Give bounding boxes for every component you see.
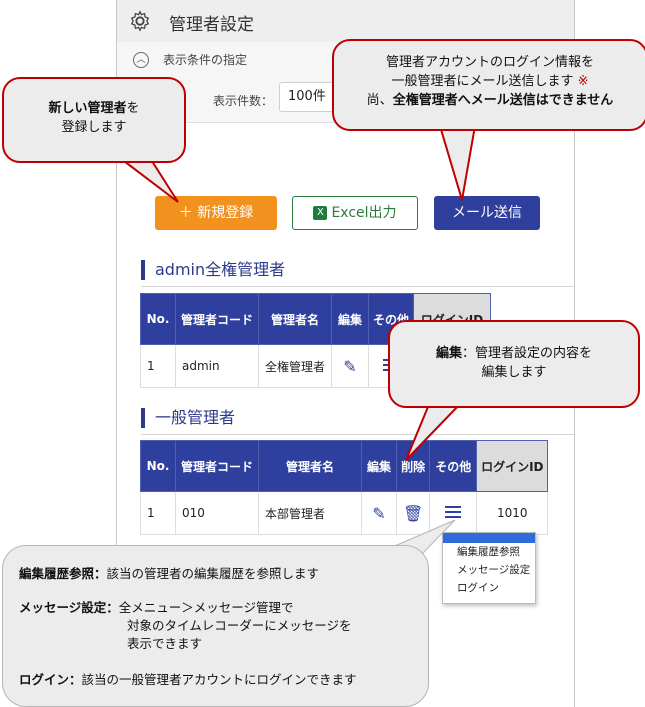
column-header: 編集 bbox=[361, 440, 397, 492]
table-header-row: No. 管理者コード 管理者名 編集 その他 ログインID bbox=[140, 293, 491, 345]
callout-mail-line3: 尚、全権管理者へメール送信はできません bbox=[366, 93, 614, 108]
plus-icon: ＋ bbox=[178, 205, 198, 221]
new-register-button[interactable]: ＋ 新規登録 bbox=[155, 196, 277, 230]
callout-other-menu: 編集履歴参照：該当の管理者の編集履歴を参照します メッセージ設定：全メニュー＞メ… bbox=[2, 545, 429, 707]
section-title-admin: admin全権管理者 bbox=[141, 260, 285, 280]
callout-new-line2: 登録します bbox=[61, 120, 127, 135]
menu-item-message[interactable]: メッセージ設定 bbox=[457, 564, 531, 576]
divider bbox=[141, 286, 574, 287]
cell-name: 本部管理者 bbox=[258, 491, 362, 535]
excel-icon: X bbox=[313, 206, 328, 220]
cell-no: 1 bbox=[140, 491, 176, 535]
cell-login: 1010 bbox=[476, 491, 549, 535]
cell-code: 010 bbox=[175, 491, 259, 535]
section-title-general: 一般管理者 bbox=[141, 408, 235, 428]
pencil-icon[interactable]: ✎ bbox=[343, 356, 357, 376]
history-description: 編集履歴参照：該当の管理者の編集履歴を参照します bbox=[19, 566, 320, 581]
login-description: ログイン：該当の一般管理者アカウントにログインできます bbox=[19, 672, 357, 687]
menu-item-login[interactable]: ログイン bbox=[457, 582, 499, 594]
send-mail-button[interactable]: メール送信 bbox=[434, 196, 540, 230]
panel-header: 管理者設定 bbox=[117, 0, 574, 43]
callout-edit-line2: 編集します bbox=[481, 365, 547, 380]
column-header[interactable]: ログインID bbox=[476, 440, 549, 492]
popup-header-bar bbox=[443, 533, 535, 543]
column-header: 管理者コード bbox=[175, 440, 259, 492]
other-menu-popup: 編集履歴参照 メッセージ設定 ログイン bbox=[442, 532, 536, 604]
callout-mail: 管理者アカウントのログイン情報を 一般管理者にメール送信します ※ 尚、全権管理… bbox=[332, 39, 645, 131]
page-title: 管理者設定 bbox=[169, 15, 254, 35]
divider bbox=[141, 434, 574, 435]
column-header: 管理者コード bbox=[175, 293, 259, 345]
column-header: その他 bbox=[429, 440, 478, 492]
column-header: No. bbox=[140, 293, 176, 345]
table-header-row: No. 管理者コード 管理者名 編集 削除 その他 ログインID bbox=[140, 440, 549, 492]
callout-edit: 編集：管理者設定の内容を 編集します bbox=[388, 320, 640, 408]
column-header: 編集 bbox=[331, 293, 369, 345]
cell-code: admin bbox=[175, 344, 259, 388]
message-description: メッセージ設定：全メニュー＞メッセージ管理で bbox=[19, 600, 294, 615]
callout-edit-line1: 編集：管理者設定の内容を bbox=[435, 346, 593, 361]
gear-icon bbox=[130, 10, 150, 32]
edit-cell: ✎ bbox=[361, 491, 397, 535]
menu-icon[interactable] bbox=[445, 503, 462, 521]
delete-cell: 🗑 bbox=[395, 491, 431, 535]
conditions-title[interactable]: 表示条件の指定 bbox=[163, 53, 248, 67]
callout-mail-line1: 管理者アカウントのログイン情報を bbox=[385, 55, 594, 70]
count-label: 表示件数： bbox=[213, 94, 274, 108]
callout-new: 新しい管理者を 登録します bbox=[2, 77, 186, 163]
callout-mail-line2: 一般管理者にメール送信します ※ bbox=[391, 74, 589, 89]
column-header: 削除 bbox=[395, 440, 431, 492]
trash-icon[interactable]: 🗑 bbox=[403, 503, 424, 523]
pencil-icon[interactable]: ✎ bbox=[372, 503, 386, 523]
new-register-label: 新規登録 bbox=[197, 205, 254, 221]
excel-export-label: Excel出力 bbox=[331, 205, 397, 221]
table-row: 1 010 本部管理者 ✎ 🗑 1010 bbox=[140, 491, 549, 535]
other-cell bbox=[429, 491, 478, 535]
message-description-2: 対象のタイムレコーダーにメッセージを bbox=[127, 618, 352, 633]
general-table: No. 管理者コード 管理者名 編集 削除 その他 ログインID 1 010 本… bbox=[140, 440, 549, 535]
cell-no: 1 bbox=[140, 344, 176, 388]
menu-item-history[interactable]: 編集履歴参照 bbox=[457, 546, 520, 558]
chevron-up-icon[interactable]: ︿ bbox=[133, 52, 149, 68]
column-header: 管理者名 bbox=[258, 293, 332, 345]
message-description-3: 表示できます bbox=[127, 636, 203, 651]
callout-new-line1: 新しい管理者を bbox=[48, 101, 140, 116]
edit-cell: ✎ bbox=[331, 344, 369, 388]
column-header: 管理者名 bbox=[258, 440, 362, 492]
column-header: No. bbox=[140, 440, 176, 492]
cell-name: 全権管理者 bbox=[258, 344, 332, 388]
